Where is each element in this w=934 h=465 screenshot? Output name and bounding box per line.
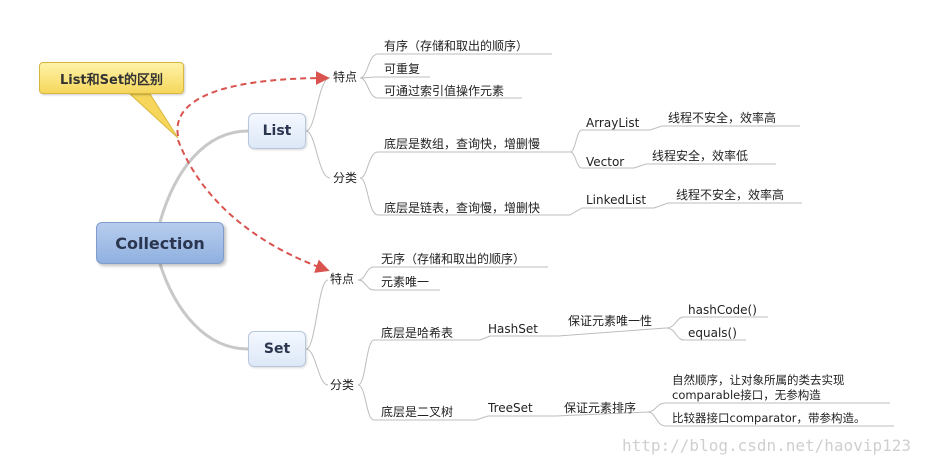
set-comparator: 比较器接口comparator，带参构造。: [672, 411, 866, 425]
watermark-url: http://blog.csdn.net/haovip123: [622, 436, 911, 455]
list-array-desc: 底层是数组，查询快，增删慢: [384, 137, 541, 151]
branch-node-list[interactable]: List: [248, 113, 306, 149]
list-feature-repeatable: 可重复: [384, 62, 421, 76]
branch-node-set[interactable]: Set: [248, 331, 306, 367]
arrow-to-list-features: [176, 71, 330, 137]
connector-central-set: [158, 263, 249, 351]
set-hashset: HashSet: [488, 322, 538, 336]
set-natural-order-1: 自然顺序，让对象所属的类去实现: [672, 373, 845, 387]
set-features-label: 特点: [330, 272, 355, 286]
list-categories-label: 分类: [333, 171, 358, 185]
list-vector-note: 线程安全，效率低: [652, 149, 749, 163]
list-linked-desc: 底层是链表，查询慢，增删快: [384, 201, 541, 215]
set-tree-desc: 底层是二叉树: [381, 405, 454, 419]
set-hashset-note: 保证元素唯一性: [568, 314, 653, 328]
list-vector: Vector: [586, 155, 625, 169]
list-arraylist-note: 线程不安全，效率高: [668, 111, 777, 125]
connector-central-list: [158, 129, 249, 223]
list-linkedlist-note: 线程不安全，效率高: [676, 188, 785, 202]
arrow-to-set-features: [177, 139, 330, 273]
list-features-label: 特点: [333, 70, 358, 84]
set-equals: equals(): [688, 326, 737, 340]
list-feature-index: 可通过索引值操作元素: [384, 84, 505, 98]
set-hash-desc: 底层是哈希表: [381, 326, 454, 340]
callout-list-set-difference: List和Set的区别: [39, 62, 184, 94]
list-linkedlist: LinkedList: [586, 193, 647, 207]
list-arraylist: ArrayList: [586, 116, 640, 130]
set-feature-unique: 元素唯一: [381, 275, 430, 289]
set-hashcode: hashCode(): [688, 303, 757, 317]
central-node-collection[interactable]: Collection: [96, 222, 224, 264]
set-categories-label: 分类: [330, 378, 355, 392]
set-treeset: TreeSet: [488, 401, 533, 415]
set-natural-order-2: comparable接口，无参构造: [672, 388, 821, 402]
callout-pointer: [128, 93, 179, 139]
set-treeset-note: 保证元素排序: [564, 401, 637, 415]
list-feature-ordered: 有序（存储和取出的顺序）: [384, 39, 529, 53]
set-feature-unordered: 无序（存储和取出的顺序）: [381, 252, 526, 266]
